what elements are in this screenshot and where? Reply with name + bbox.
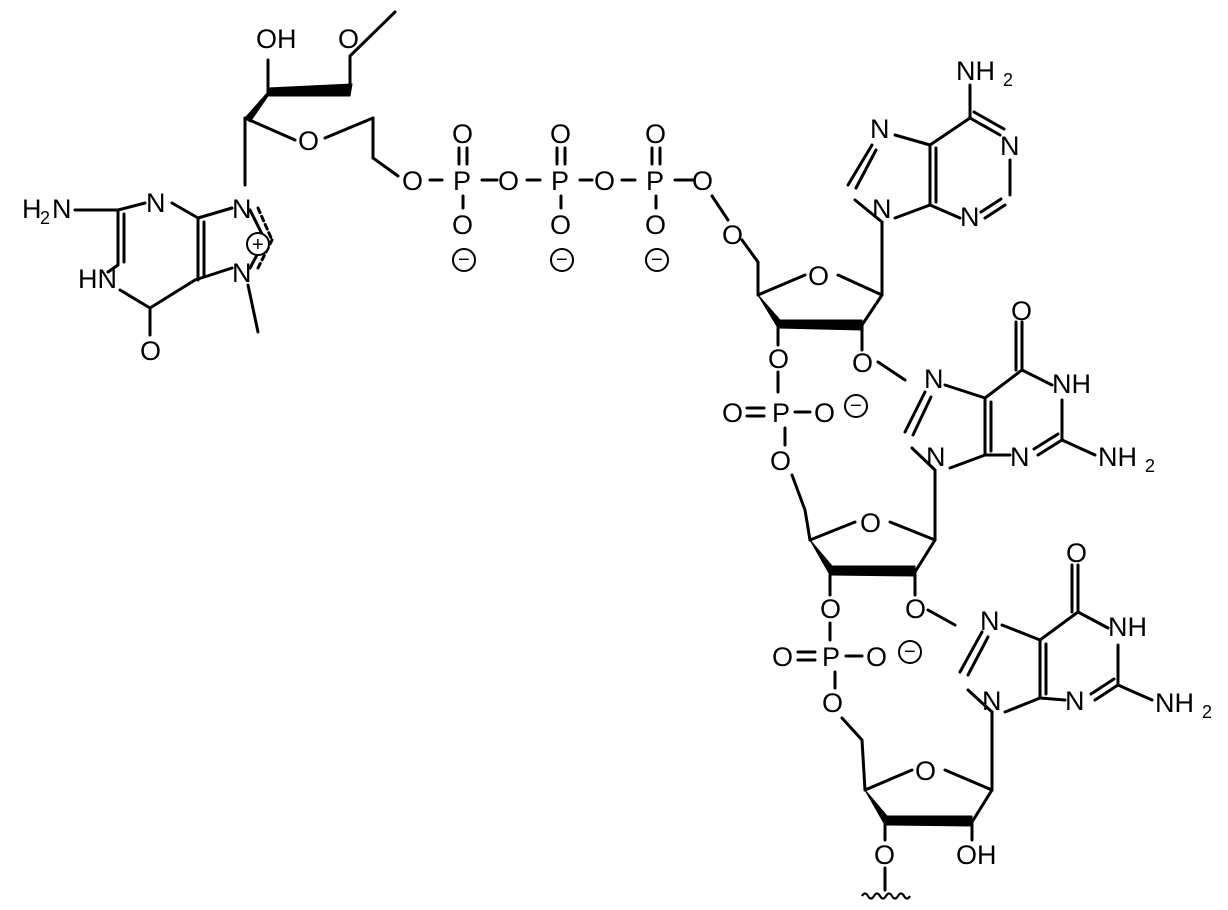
negative-charge-sign: − xyxy=(458,249,470,271)
negative-charge-sign: − xyxy=(850,395,862,417)
label-p4-o-right: O xyxy=(814,398,835,428)
label-g2-n3: N xyxy=(1065,686,1085,716)
label-o3-c: O xyxy=(874,840,895,870)
label-mg-n7: N xyxy=(232,258,252,288)
label-mg-hn: HN xyxy=(78,264,117,294)
label-mg-n9: N xyxy=(232,194,252,224)
label-g1-n3: N xyxy=(1010,442,1030,472)
label-g1-n7: N xyxy=(924,364,944,394)
negative-charge-p1: − xyxy=(453,249,475,271)
label-o-bridge2: O xyxy=(594,166,615,196)
label-o3-a: O xyxy=(768,344,789,374)
label-g1-n9: N xyxy=(926,442,946,472)
label-ad-nh: NH xyxy=(956,56,995,86)
label-p3: P xyxy=(646,166,664,196)
negative-charge-p4: − xyxy=(845,395,867,417)
label-o-ring-cap: O xyxy=(298,126,319,156)
label-o2-b: O xyxy=(905,594,926,624)
label-g1-nh2-sub: 2 xyxy=(1145,456,1155,476)
label-p2-o-bot: O xyxy=(550,210,571,240)
bond-lines xyxy=(75,12,1152,890)
label-mg-o6: O xyxy=(140,336,161,366)
label-oh-bottom: OH xyxy=(956,840,997,870)
label-p1-o-top: O xyxy=(452,119,473,149)
positive-charge: + xyxy=(247,233,269,256)
label-o5-c: O xyxy=(822,688,843,718)
label-g2-n9: N xyxy=(982,686,1002,716)
label-p5: P xyxy=(822,642,840,672)
negative-charge-sign: − xyxy=(904,641,916,663)
label-o3-b: O xyxy=(820,594,841,624)
label-p3-o-bot: O xyxy=(645,210,666,240)
label-o2-a: O xyxy=(852,348,873,378)
label-o5-a: O xyxy=(722,220,743,250)
label-ad-nh-sub: 2 xyxy=(1003,70,1013,90)
negative-charge-p2: − xyxy=(551,249,573,271)
label-g2-n7: N xyxy=(980,606,1000,636)
positive-charge-sign: + xyxy=(252,234,264,256)
label-p2: P xyxy=(551,166,569,196)
label-g2-o6: O xyxy=(1066,538,1087,568)
label-mg-h: H xyxy=(22,194,42,224)
label-ad-n9: N xyxy=(872,194,892,224)
label-o-ring-a: O xyxy=(808,261,829,291)
negative-charge-p3: − xyxy=(646,249,668,271)
label-ad-n7: N xyxy=(870,114,890,144)
label-g2-nh: NH xyxy=(1108,612,1147,642)
label-mg-h-sub: 2 xyxy=(40,208,50,228)
label-g2-nh2: NH xyxy=(1155,688,1194,718)
label-p3-o-top: O xyxy=(645,119,666,149)
label-g1-o6: O xyxy=(1011,296,1032,326)
label-p1: P xyxy=(453,166,471,196)
label-ad-n1: N xyxy=(1000,131,1020,161)
atom-labels: OH O O O P O P O P O O O O O O O O O O O… xyxy=(22,24,1212,870)
label-g1-nh: NH xyxy=(1052,369,1091,399)
label-o-ring-b: O xyxy=(860,508,881,538)
attachment-wavy-line xyxy=(862,894,910,899)
label-p5-o-right: O xyxy=(866,642,887,672)
label-p1-o-bot: O xyxy=(452,210,473,240)
label-p2-o-top: O xyxy=(550,119,571,149)
label-g1-nh2: NH xyxy=(1098,442,1137,472)
label-p4: P xyxy=(772,398,790,428)
label-mg-n3: N xyxy=(146,188,166,218)
label-o-bridge1: O xyxy=(498,166,519,196)
negative-charge-p5: − xyxy=(899,641,921,663)
label-o5-cap: O xyxy=(402,166,423,196)
label-p4-o-left: O xyxy=(722,398,743,428)
negative-charge-sign: − xyxy=(556,249,568,271)
label-ad-n3: N xyxy=(960,202,980,232)
label-o-bridge3: O xyxy=(692,166,713,196)
label-p5-o-left: O xyxy=(772,642,793,672)
label-o-ring-c: O xyxy=(915,756,936,786)
negative-charge-sign: − xyxy=(651,249,663,271)
label-o5-b: O xyxy=(770,446,791,476)
label-g2-nh2-sub: 2 xyxy=(1202,702,1212,722)
label-oh-top: OH xyxy=(256,24,297,54)
label-mg-h2n-n: N xyxy=(52,194,72,224)
label-o-methyl-top: O xyxy=(338,24,359,54)
